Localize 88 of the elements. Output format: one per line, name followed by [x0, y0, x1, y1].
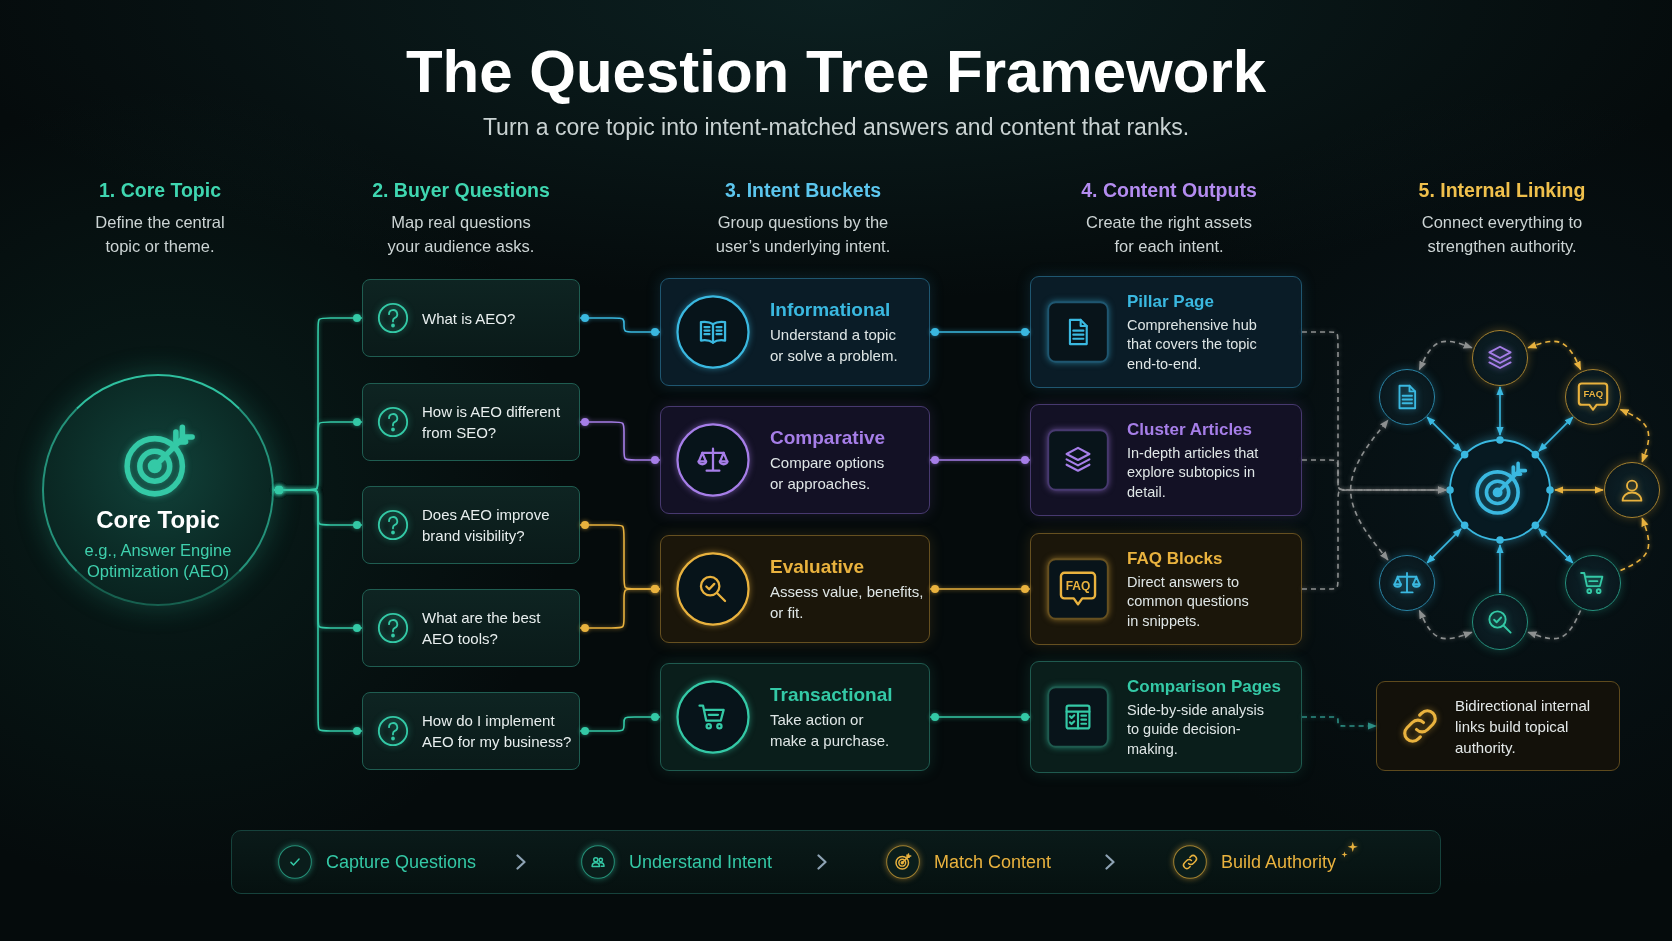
dashed-double-arrow — [1527, 340, 1582, 371]
content-card — [1030, 533, 1302, 645]
double-arrow — [1496, 386, 1504, 436]
intent-card — [660, 663, 930, 771]
connector-line — [929, 328, 1031, 336]
double-arrow — [1538, 528, 1574, 564]
intent-description: Understand a topic or solve a problem. — [770, 325, 899, 366]
satellite-circle — [1604, 462, 1660, 518]
content-card — [1030, 276, 1302, 388]
question-card — [362, 279, 580, 357]
intent-title: Evaluative — [770, 555, 865, 578]
connector-line — [929, 585, 1031, 593]
connector-line — [579, 585, 661, 632]
arrow — [1496, 544, 1504, 594]
content-title: Pillar Page — [1127, 290, 1215, 313]
intent-title: Comparative — [770, 426, 887, 449]
title: The Question Tree Framework — [404, 38, 1268, 106]
question-card — [362, 589, 580, 667]
column-heading: 5. Internal Linking — [1417, 178, 1587, 203]
double-arrow — [1426, 528, 1462, 564]
intent-description: Take action or make a purchase. — [770, 710, 891, 751]
step-label: Understand Intent — [629, 851, 773, 874]
question-text: What is AEO? — [422, 308, 517, 329]
dashed-arrow — [1301, 486, 1447, 590]
double-arrow — [1538, 416, 1574, 452]
icon-label: FAQ — [1064, 579, 1092, 593]
content-description: In-depth articles that explore subtopics in detail. — [1127, 443, 1260, 502]
column-description: Define the central topic or theme. — [94, 212, 226, 257]
connector-line — [579, 713, 661, 735]
content-description: Side-by-side analysis to guide decision-making. — [1127, 700, 1265, 759]
content-description: Comprehensive hub that covers the topic end-to-end. — [1127, 315, 1258, 374]
column-heading: 1. Core Topic — [97, 178, 223, 203]
content-title: Cluster Articles — [1127, 418, 1254, 441]
question-card — [362, 383, 580, 461]
double-arrow — [1554, 486, 1604, 494]
satellite-circle — [1378, 555, 1435, 612]
intent-title: Informational — [770, 298, 892, 321]
column-description: Map real questions your audience asks. — [386, 212, 536, 257]
intent-card — [660, 406, 930, 514]
note-card — [1376, 681, 1620, 771]
step-label: Build Authority — [1221, 851, 1337, 874]
connector-line — [579, 314, 661, 336]
core-topic-title: Core Topic — [95, 506, 221, 534]
question-text: What are the best AEO tools? — [422, 608, 542, 649]
intent-card — [660, 535, 930, 643]
column-description: Create the right assets for each intent. — [1085, 212, 1253, 257]
content-card — [1030, 404, 1302, 516]
step-label: Match Content — [934, 851, 1052, 874]
connector-line — [273, 486, 363, 735]
core-topic-example: e.g., Answer Engine Optimization (AEO) — [83, 540, 233, 582]
step-label: Capture Questions — [326, 851, 477, 874]
icon-label: FAQ — [1582, 387, 1605, 399]
question-text: How do I implement AEO for my business? — [422, 711, 573, 752]
intent-description: Assess value, benefits, or fit. — [770, 582, 925, 623]
question-card — [362, 692, 580, 770]
satellite-circle — [1565, 555, 1622, 612]
dashed-arrow — [1527, 609, 1582, 640]
column-heading: 2. Buyer Questions — [371, 178, 551, 203]
column-description: Group questions by the user’s underlying intent. — [714, 212, 892, 257]
content-title: FAQ Blocks — [1127, 547, 1224, 570]
dashed-double-arrow — [1418, 609, 1473, 640]
subtitle: Turn a core topic into intent-matched answers and content that ranks. — [481, 113, 1191, 142]
question-card — [362, 486, 580, 564]
connector-line — [929, 456, 1031, 464]
satellite-circle — [1472, 330, 1528, 386]
note-text: Bidirectional internal links build topical authority. — [1455, 695, 1592, 758]
satellite-circle — [1472, 594, 1528, 650]
satellite-circle — [1565, 368, 1622, 425]
dashed-double-arrow — [1619, 408, 1650, 463]
intent-card — [660, 278, 930, 386]
column-description: Connect everything to strengthen authority. — [1420, 212, 1584, 257]
intent-description: Compare options or approaches. — [770, 453, 886, 494]
intent-title: Transactional — [770, 683, 894, 706]
double-arrow — [1426, 416, 1462, 452]
question-text: How is AEO different from SEO? — [422, 402, 562, 443]
content-title: Comparison Pages — [1127, 675, 1281, 698]
satellite-circle — [1378, 368, 1435, 425]
dashed-arrow — [1619, 517, 1650, 572]
content-card — [1030, 661, 1302, 773]
connector-line — [929, 713, 1031, 721]
column-heading: 3. Intent Buckets — [723, 178, 882, 203]
question-text: Does AEO improve brand visibility? — [422, 505, 551, 546]
column-heading: 4. Content Outputs — [1080, 178, 1258, 203]
dashed-arrow — [1301, 716, 1377, 730]
dashed-double-arrow — [1349, 419, 1389, 561]
content-description: Direct answers to common questions in snippets. — [1127, 572, 1250, 631]
connector-line — [579, 418, 661, 464]
dashed-double-arrow — [1418, 340, 1473, 371]
